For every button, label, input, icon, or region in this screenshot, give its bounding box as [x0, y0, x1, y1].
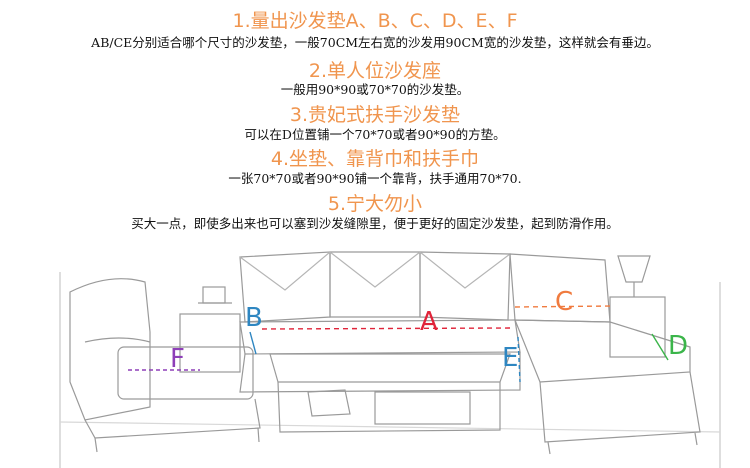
side-table-right-sketch	[609, 296, 666, 358]
step-2-description: 一般用90*90或70*70的沙发垫。	[280, 82, 470, 97]
label-D: D	[668, 331, 688, 361]
measure-line-D	[651, 333, 669, 361]
step-4-description: 一张70*70或者90*90铺一个靠背，扶手通用70*70.	[228, 171, 522, 186]
step-1-description: AB/CE分别适合哪个尺寸的沙发垫，一般70CM左右宽的沙发用90CM宽的沙发垫…	[91, 35, 659, 50]
step-2-heading: 2.单人位沙发座	[308, 60, 442, 82]
coffee-table-top-sketch	[269, 353, 511, 383]
main-sofa-seat-sketch	[239, 319, 521, 355]
magazines-sketch	[307, 389, 351, 417]
lamp-shade-sketch	[617, 255, 651, 283]
step-4-heading: 4.坐垫、靠背巾和扶手巾	[270, 148, 480, 170]
books-sketch	[202, 286, 226, 304]
measure-line-A	[261, 327, 511, 330]
label-E: E	[502, 343, 518, 373]
step-1-heading: 1.量出沙发垫A、B、C、D、E、F	[232, 10, 518, 32]
label-B: B	[245, 303, 263, 333]
step-5-description: 买大一点，即使多出来也可以塞到沙发缝隙里，便于更好的固定沙发垫，起到防滑作用。	[131, 216, 619, 231]
step-5-heading: 5.宁大勿小	[327, 193, 423, 215]
step-3-heading: 3.贵妃式扶手沙发垫	[289, 104, 461, 126]
label-C: C	[555, 287, 573, 317]
label-A: A	[420, 307, 438, 337]
sofa-sketch-illustration: A B C D E F	[59, 251, 721, 468]
coffee-table-drawer-sketch	[374, 391, 471, 425]
step-3-description: 可以在D位置铺一个70*70或者90*90的方垫。	[244, 127, 506, 142]
measure-line-B	[249, 331, 257, 355]
label-F: F	[170, 344, 185, 374]
side-table-left-sketch	[179, 313, 241, 373]
left-chair-seat-sketch	[117, 346, 254, 400]
left-chair-back-sketch	[69, 278, 151, 421]
measure-line-C	[514, 305, 613, 308]
measure-line-E	[517, 336, 521, 383]
chaise-seat-sketch	[514, 319, 691, 383]
